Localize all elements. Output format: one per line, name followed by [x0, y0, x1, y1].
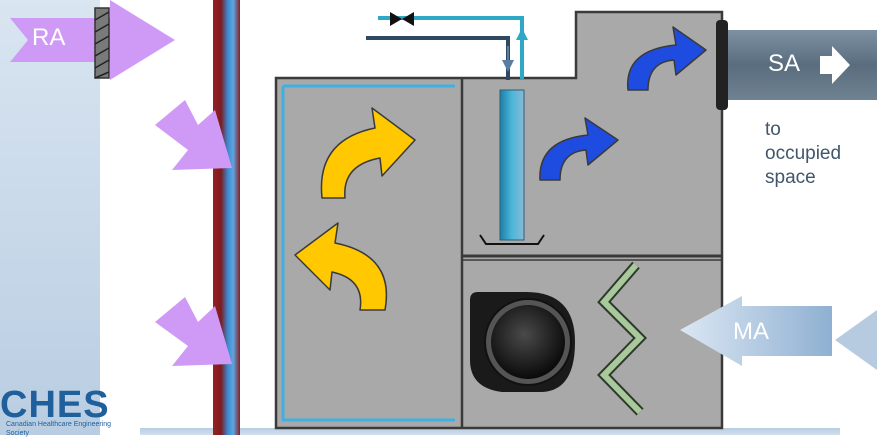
ra-label: RA: [32, 24, 66, 51]
fan-icon: [470, 292, 575, 392]
left-panel: [0, 0, 100, 435]
valve-icon: [390, 12, 414, 26]
occupied-space-line-1: to: [765, 119, 781, 140]
infiltration-arrow-upper: [155, 100, 232, 170]
mixing-arrow-lower: [294, 222, 388, 311]
sa-label: SA: [768, 50, 801, 77]
sa-arrow-icon: [820, 46, 850, 84]
cooling-coil: [479, 89, 545, 245]
occupied-space-note: to occupied space: [765, 118, 841, 190]
mixing-arrow-upper: [320, 107, 416, 199]
building-wall: [213, 0, 240, 435]
ches-logo-text: CHES: [0, 384, 110, 426]
ches-logo: CHES Canadian Healthcare Engineering Soc…: [0, 384, 130, 437]
chilled-water-piping: [366, 16, 528, 80]
ra-damper: [94, 7, 110, 79]
supply-air-arrow-curve: [627, 26, 707, 91]
infiltration-arrow-lower: [155, 297, 232, 366]
supply-air-duct: [716, 20, 877, 110]
occupied-space-line-3: space: [765, 167, 816, 188]
occupied-space-line-2: occupied: [765, 143, 842, 164]
cooled-air-arrow: [539, 117, 619, 181]
air-handling-unit: [274, 10, 724, 430]
floor-strip: [140, 428, 840, 435]
ra-arrow: [10, 0, 175, 80]
heating-coil: [597, 261, 648, 416]
ma-arrow: [680, 296, 832, 366]
outside-arrow: [835, 310, 877, 370]
ma-label: MA: [733, 318, 769, 345]
ches-logo-subtitle: Canadian Healthcare Engineering Society: [6, 421, 112, 437]
